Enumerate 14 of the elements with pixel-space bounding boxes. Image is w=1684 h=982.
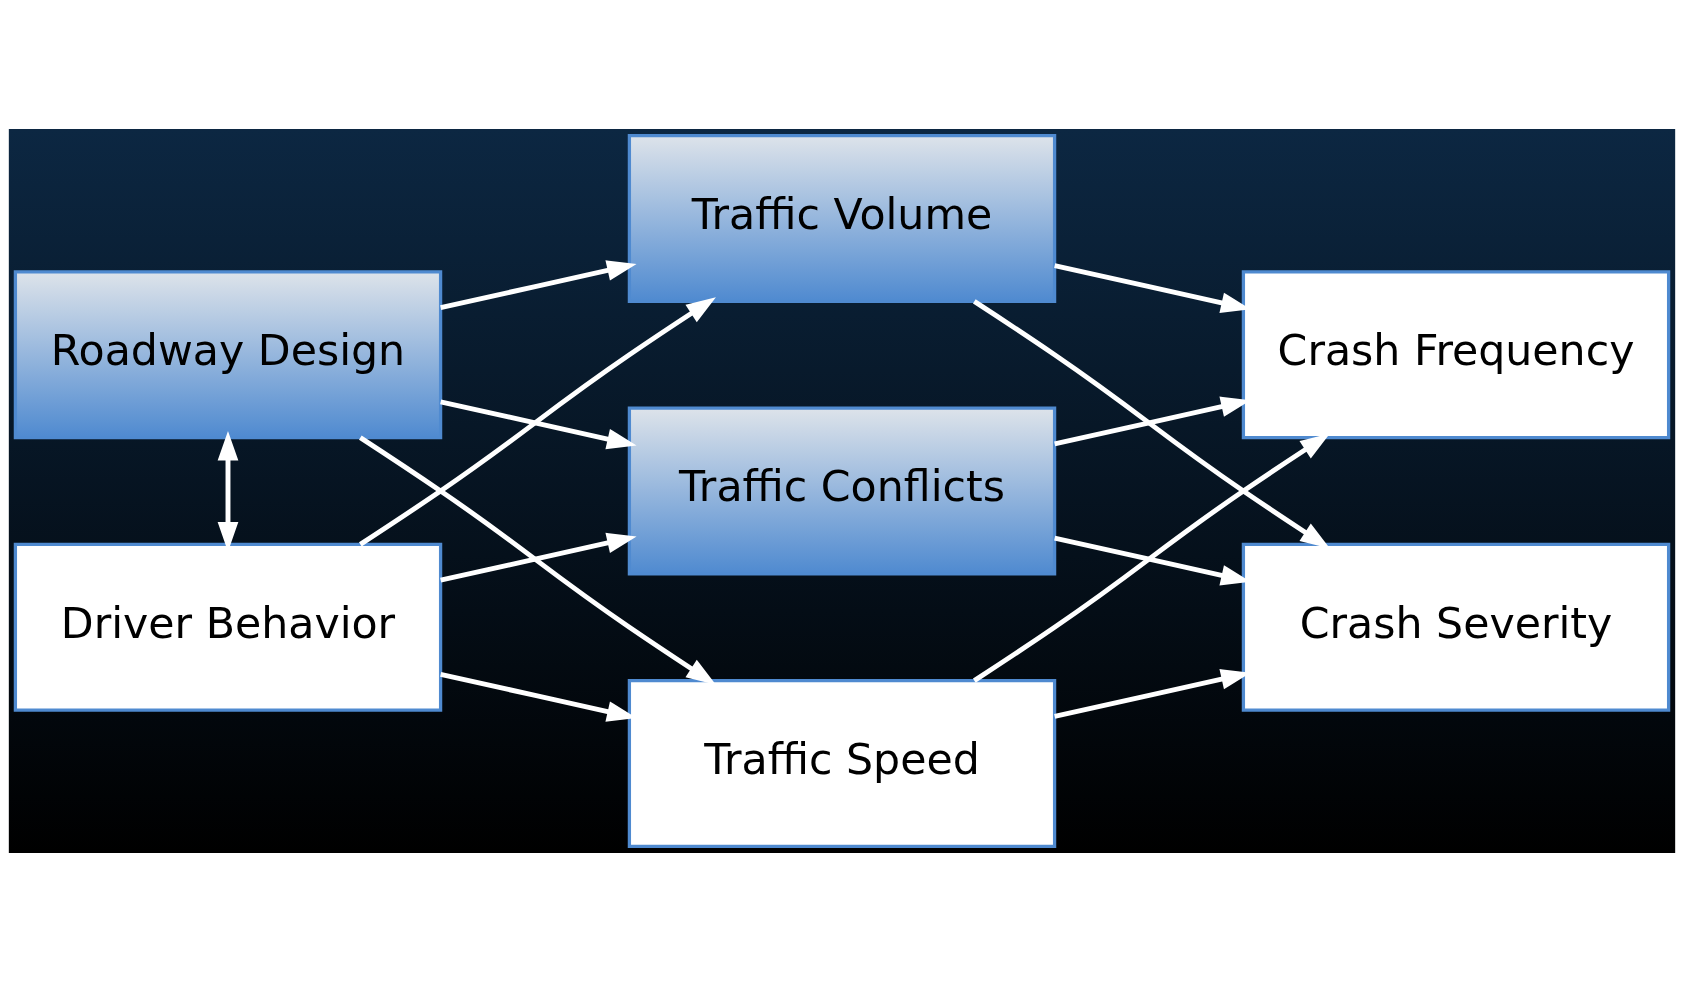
node-box: Roadway Design bbox=[13, 270, 443, 440]
node-box: Traffic Conflicts bbox=[627, 406, 1057, 576]
node-box: Crash Frequency bbox=[1241, 270, 1671, 440]
node-box: Traffic Speed bbox=[627, 679, 1057, 849]
arrow bbox=[972, 299, 1330, 549]
node-box: Traffic Volume bbox=[627, 133, 1057, 303]
arrow bbox=[358, 297, 716, 547]
arrow bbox=[440, 399, 637, 450]
arrow bbox=[972, 433, 1330, 683]
arrow bbox=[440, 260, 637, 311]
node-box: Driver Behavior bbox=[13, 542, 443, 712]
node-box: Crash Severity bbox=[1241, 542, 1671, 712]
arrow bbox=[358, 435, 716, 685]
arrow bbox=[440, 532, 637, 583]
